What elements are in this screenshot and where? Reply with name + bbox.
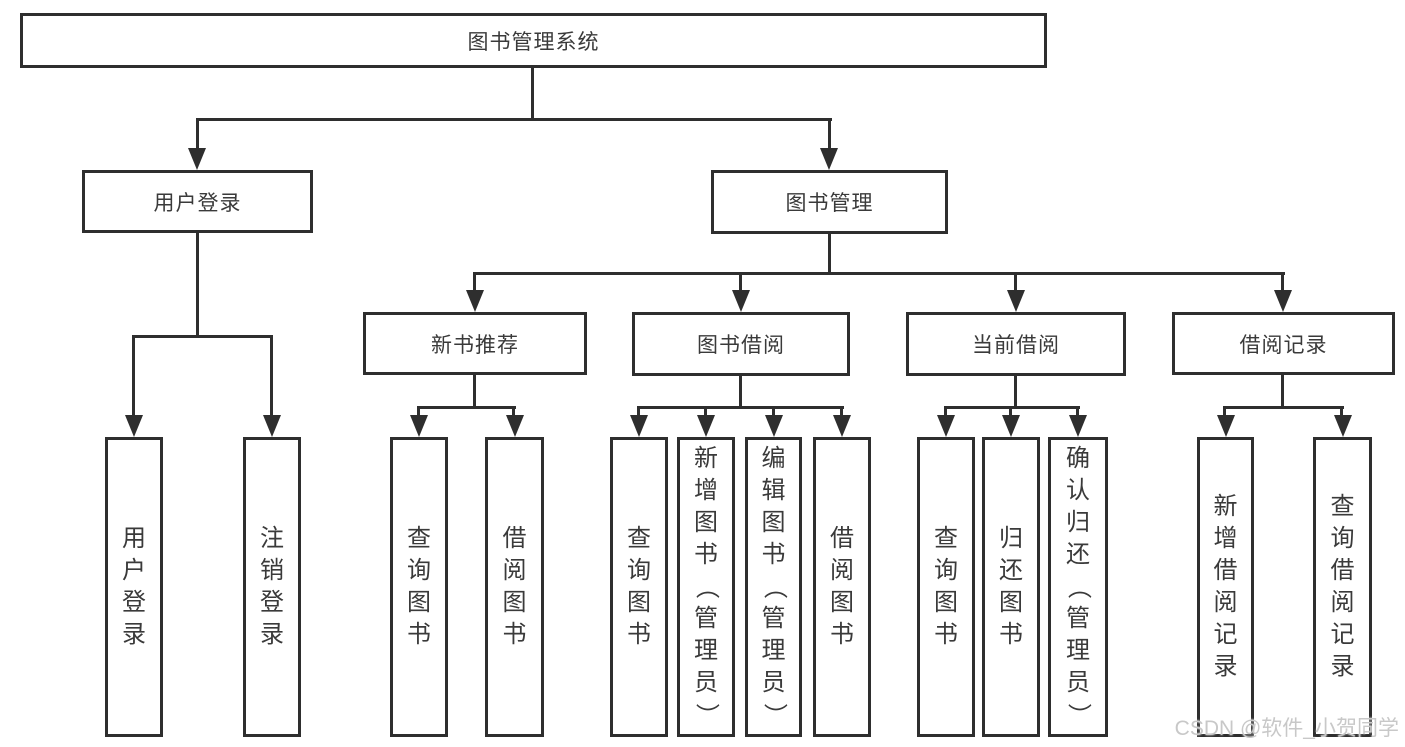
arrowhead-to-query-b — [630, 415, 648, 437]
node-book-borrow: 图书借阅 — [632, 312, 850, 376]
node-leaf-return-books-label: 归还图书 — [999, 525, 1023, 648]
node-book-mgmt: 图书管理 — [711, 170, 948, 234]
arrowhead-to-return-book — [1002, 415, 1020, 437]
node-root: 图书管理系统 — [20, 13, 1047, 68]
connector-stub-add-book — [704, 408, 707, 417]
arrowhead-to-book-mgmt — [820, 148, 838, 170]
node-leaf-edit-books: 编辑图书（管理员） — [745, 437, 802, 737]
connector-stub-return-book — [1009, 408, 1012, 417]
arrowhead-to-new-book-rec — [466, 290, 484, 312]
connector-book-borrow-stem — [739, 376, 742, 406]
csdn-watermark: CSDN @软件_小贺同学 — [1174, 717, 1399, 740]
node-leaf-add-borrow-record-label: 新增借阅记录 — [1213, 493, 1238, 680]
connector-stub-book-mgmt — [828, 120, 831, 150]
node-leaf-return-books: 归还图书 — [982, 437, 1040, 737]
connector-book-borrow-hbar — [637, 406, 844, 409]
node-leaf-add-books-label: 新增图书（管理员） — [693, 445, 720, 727]
node-leaf-add-books: 新增图书（管理员） — [677, 437, 735, 737]
connector-stub-confirm-return — [1076, 408, 1079, 417]
arrowhead-to-leaf-logout — [263, 415, 281, 437]
connector-root-stem — [531, 68, 534, 118]
node-leaf-query-books-3: 查询图书 — [917, 437, 975, 737]
node-leaf-query-books-2-label: 查询图书 — [627, 525, 651, 648]
arrowhead-to-edit-book — [765, 415, 783, 437]
connector-stub-add-record — [1223, 408, 1226, 417]
connector-stub-leaf-logout — [270, 337, 273, 417]
connector-level2-hbar — [196, 118, 832, 121]
connector-borrow-record-hbar — [1223, 406, 1344, 409]
connector-stub-book-borrow — [739, 274, 742, 292]
node-leaf-logout-label: 注销登录 — [260, 525, 284, 648]
connector-user-login-hbar — [132, 335, 273, 338]
node-leaf-confirm-return-label: 确认归还（管理员） — [1065, 445, 1092, 727]
arrowhead-to-book-borrow — [732, 290, 750, 312]
connector-stub-borrow-record — [1281, 274, 1284, 292]
node-leaf-borrow-books-1-label: 借阅图书 — [502, 525, 527, 648]
node-new-book-rec-label: 新书推荐 — [431, 333, 519, 357]
arrowhead-to-add-book — [697, 415, 715, 437]
node-leaf-query-borrow-record-label: 查询借阅记录 — [1330, 493, 1355, 680]
connector-borrow-record-stem — [1281, 375, 1284, 406]
node-new-book-rec: 新书推荐 — [363, 312, 587, 375]
connector-stub-query-a — [417, 408, 420, 417]
connector-stub-borrow-a — [512, 408, 515, 417]
node-root-label: 图书管理系统 — [467, 30, 600, 54]
connector-user-login-stem — [196, 233, 199, 335]
arrowhead-to-current-borrow — [1007, 290, 1025, 312]
node-leaf-edit-books-label: 编辑图书（管理员） — [760, 445, 788, 727]
node-leaf-query-books-3-label: 查询图书 — [934, 525, 958, 648]
arrowhead-to-query-c — [937, 415, 955, 437]
node-user-login-label: 用户登录 — [153, 191, 242, 215]
node-current-borrow: 当前借阅 — [906, 312, 1126, 376]
arrowhead-to-leaf-user-login — [125, 415, 143, 437]
connector-stub-edit-book — [772, 408, 775, 417]
connector-stub-user-login — [196, 120, 199, 150]
node-leaf-confirm-return: 确认归还（管理员） — [1048, 437, 1108, 737]
connector-stub-query-b — [637, 408, 640, 417]
node-borrow-record-label: 借阅记录 — [1239, 333, 1328, 357]
arrowhead-to-query-record — [1334, 415, 1352, 437]
connector-stub-query-c — [944, 408, 947, 417]
connector-stub-leaf-user-login — [132, 337, 135, 417]
arrowhead-to-borrow-a — [506, 415, 524, 437]
node-user-login: 用户登录 — [82, 170, 313, 233]
node-leaf-query-books-1-label: 查询图书 — [407, 525, 431, 648]
connector-stub-new-book-rec — [473, 274, 476, 292]
node-leaf-borrow-books-1: 借阅图书 — [485, 437, 544, 737]
node-leaf-add-borrow-record: 新增借阅记录 — [1197, 437, 1254, 737]
connector-book-mgmt-stem — [828, 234, 831, 272]
node-current-borrow-label: 当前借阅 — [972, 334, 1060, 357]
connector-stub-current-borrow — [1014, 274, 1017, 292]
connector-stub-borrow-b — [840, 408, 843, 417]
connector-current-borrow-hbar — [944, 406, 1080, 409]
node-leaf-user-login-label: 用户登录 — [122, 525, 146, 648]
connector-current-borrow-stem — [1014, 376, 1017, 406]
node-book-borrow-label: 图书借阅 — [697, 334, 785, 357]
node-borrow-record: 借阅记录 — [1172, 312, 1395, 375]
arrowhead-to-user-login — [188, 148, 206, 170]
connector-stub-query-record — [1340, 408, 1343, 417]
node-leaf-logout: 注销登录 — [243, 437, 301, 737]
connector-level3-hbar — [473, 272, 1285, 275]
arrowhead-to-borrow-b — [833, 415, 851, 437]
arrowhead-to-query-a — [410, 415, 428, 437]
node-book-mgmt-label: 图书管理 — [785, 192, 874, 215]
connector-new-book-stem — [473, 375, 476, 406]
node-leaf-query-borrow-record: 查询借阅记录 — [1313, 437, 1372, 737]
node-leaf-borrow-books-2: 借阅图书 — [813, 437, 871, 737]
arrowhead-to-borrow-record — [1274, 290, 1292, 312]
arrowhead-to-add-record — [1217, 415, 1235, 437]
node-leaf-query-books-2: 查询图书 — [610, 437, 668, 737]
node-leaf-user-login: 用户登录 — [105, 437, 163, 737]
connector-new-book-hbar — [417, 406, 516, 409]
node-leaf-borrow-books-2-label: 借阅图书 — [830, 525, 854, 648]
node-leaf-query-books-1: 查询图书 — [390, 437, 448, 737]
arrowhead-to-confirm-return — [1069, 415, 1087, 437]
